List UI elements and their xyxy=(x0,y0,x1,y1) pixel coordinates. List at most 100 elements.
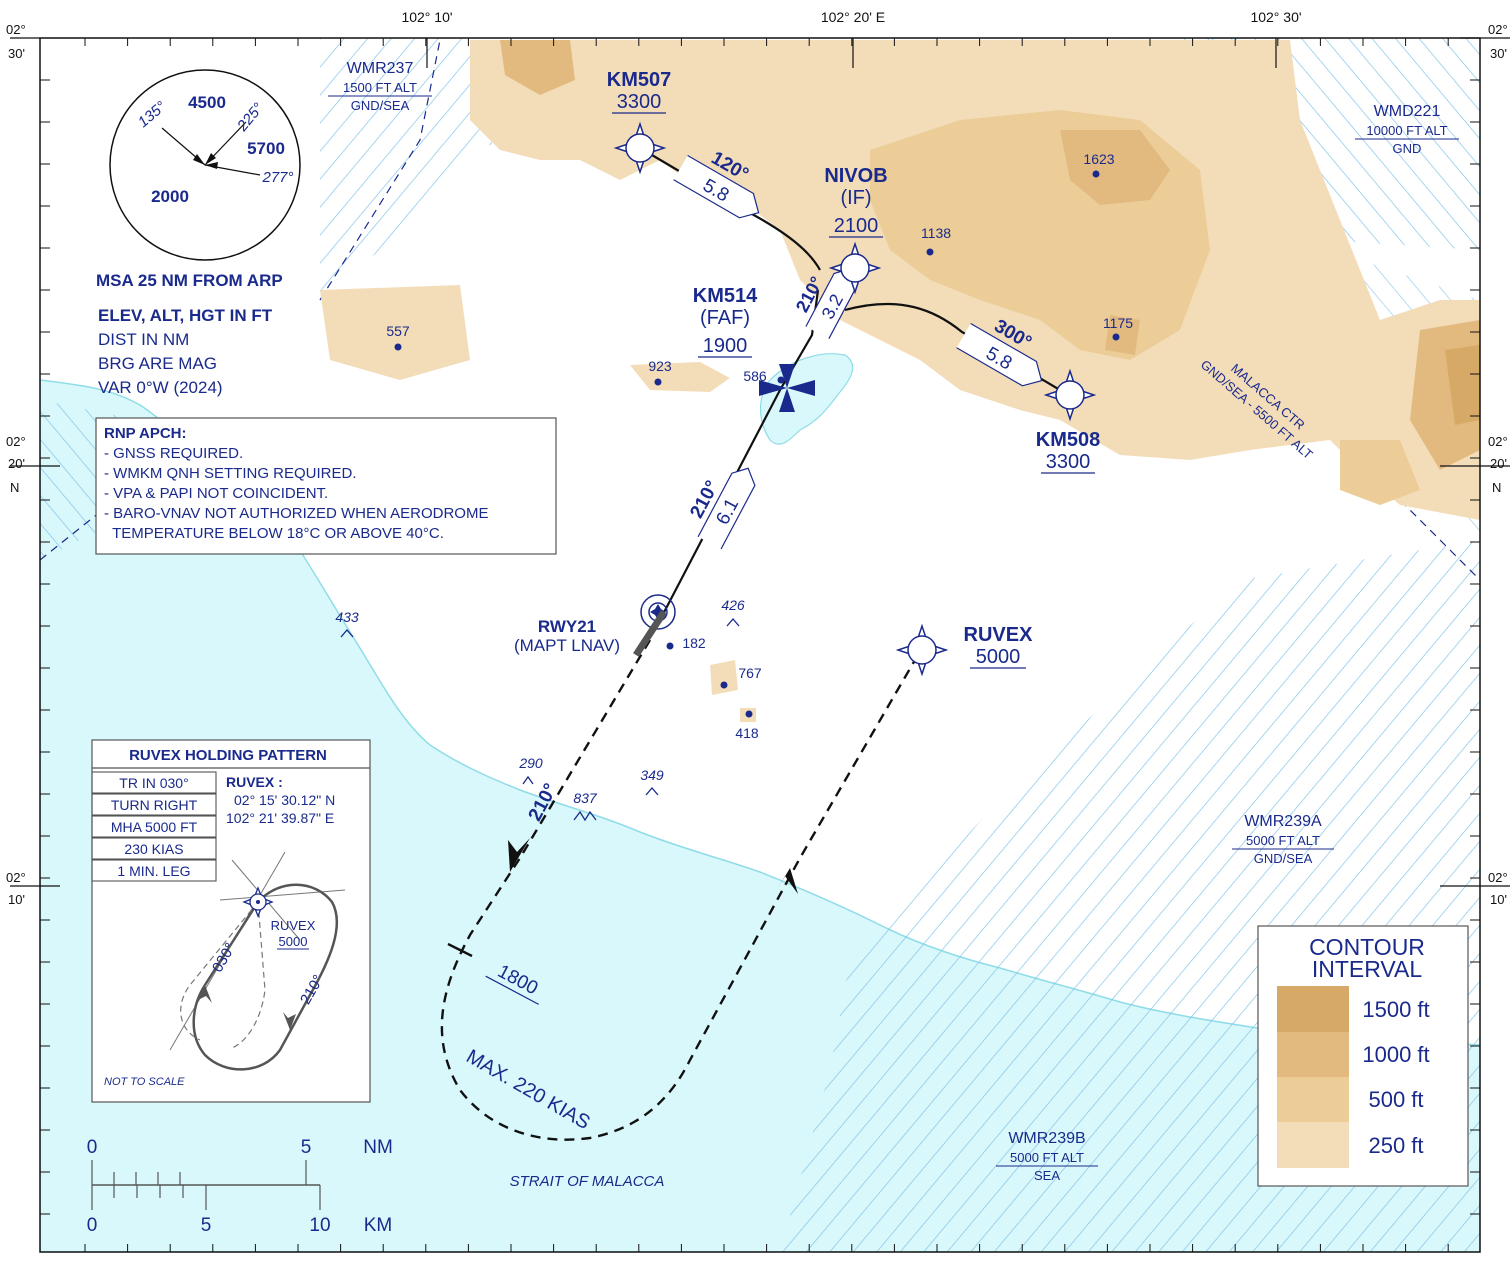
sea-label: STRAIT OF MALACCA xyxy=(510,1173,665,1190)
svg-text:182: 182 xyxy=(682,635,706,651)
svg-text:1623: 1623 xyxy=(1083,151,1114,167)
svg-text:- GNSS REQUIRED.: - GNSS REQUIRED. xyxy=(104,445,243,462)
missed-approach-track xyxy=(440,639,917,1141)
waypoint-icon xyxy=(1043,368,1097,422)
lat-20-min-right: 20' xyxy=(1490,456,1507,471)
svg-text:DIST IN NM: DIST IN NM xyxy=(98,330,189,349)
contour-legend: CONTOUR INTERVAL 1500 ft 1000 ft 500 ft … xyxy=(1257,925,1469,1187)
svg-text:- BARO-VNAV NOT AUTHORIZED WHE: - BARO-VNAV NOT AUTHORIZED WHEN AERODROM… xyxy=(104,505,488,522)
svg-text:WMR239B: WMR239B xyxy=(1008,1130,1085,1147)
waypoint-icon xyxy=(895,623,949,677)
svg-text:- WMKM QNH SETTING REQUIRED.: - WMKM QNH SETTING REQUIRED. xyxy=(104,465,357,482)
svg-text:767: 767 xyxy=(738,665,762,681)
svg-text:KM507: KM507 xyxy=(607,69,671,91)
svg-text:500 ft: 500 ft xyxy=(1368,1087,1423,1112)
svg-text:5000 FT ALT: 5000 FT ALT xyxy=(1010,1150,1084,1165)
svg-text:0: 0 xyxy=(87,1137,98,1158)
svg-text:557: 557 xyxy=(386,323,410,339)
msa-caption: MSA 25 NM FROM ARP xyxy=(96,271,283,290)
svg-text:NOT TO SCALE: NOT TO SCALE xyxy=(104,1076,185,1088)
svg-text:RWY21: RWY21 xyxy=(538,617,596,636)
svg-text:2100: 2100 xyxy=(834,215,879,237)
svg-text:KM514: KM514 xyxy=(693,285,758,307)
lon-label-1: 102° 10' xyxy=(401,9,452,25)
svg-text:- VPA & PAPI NOT COINCIDENT.: - VPA & PAPI NOT COINCIDENT. xyxy=(104,485,328,502)
fix-ruvex: RUVEX 5000 xyxy=(895,623,1034,677)
legend-swatch-500 xyxy=(1277,1077,1349,1122)
svg-text:RUVEX: RUVEX xyxy=(271,918,316,933)
svg-text:RNP APCH:: RNP APCH: xyxy=(104,425,187,442)
svg-text:ELEV, ALT, HGT IN FT: ELEV, ALT, HGT IN FT xyxy=(98,306,273,325)
svg-text:BRG ARE MAG: BRG ARE MAG xyxy=(98,354,217,373)
svg-text:KM: KM xyxy=(364,1215,393,1236)
svg-text:GND/SEA: GND/SEA xyxy=(1254,851,1313,866)
lat-30-min-right: 30' xyxy=(1490,46,1507,61)
chart-notes: ELEV, ALT, HGT IN FT DIST IN NM BRG ARE … xyxy=(98,306,273,397)
svg-text:RUVEX: RUVEX xyxy=(964,624,1034,646)
waypoint-icon xyxy=(613,121,667,175)
svg-text:923: 923 xyxy=(648,358,672,374)
svg-text:1900: 1900 xyxy=(703,335,748,357)
holding-fix-icon xyxy=(242,886,274,918)
waypoint-icon xyxy=(828,241,882,295)
fix-km507: KM507 3300 xyxy=(607,69,671,175)
svg-text:290: 290 xyxy=(518,755,543,771)
svg-text:(FAF): (FAF) xyxy=(700,307,750,329)
airspace-wmr239a: WMR239A 5000 FT ALT GND/SEA xyxy=(1232,813,1334,866)
svg-text:418: 418 xyxy=(735,725,759,741)
svg-text:3300: 3300 xyxy=(617,91,662,113)
svg-text:10: 10 xyxy=(309,1215,330,1236)
fix-km508: KM508 3300 xyxy=(1036,368,1100,474)
svg-text:1500 ft: 1500 ft xyxy=(1362,997,1429,1022)
svg-text:5000 FT ALT: 5000 FT ALT xyxy=(1246,833,1320,848)
map-frame xyxy=(39,37,1481,1253)
graticule xyxy=(10,37,1510,1252)
rnp-notes-box: RNP APCH: - GNSS REQUIRED. - WMKM QNH SE… xyxy=(95,417,557,555)
svg-text:1 MIN. LEG: 1 MIN. LEG xyxy=(117,863,190,879)
svg-text:433: 433 xyxy=(335,609,359,625)
svg-text:NM: NM xyxy=(363,1137,393,1158)
svg-text:CONTOUR: CONTOUR xyxy=(1309,934,1425,960)
svg-text:TEMPERATURE BELOW 18°C OR ABOV: TEMPERATURE BELOW 18°C OR ABOVE 40°C. xyxy=(104,525,444,542)
terrain xyxy=(320,40,1480,722)
lat-20-hem-left: N xyxy=(10,480,19,495)
svg-text:3300: 3300 xyxy=(1046,451,1091,473)
svg-text:WMR239A: WMR239A xyxy=(1244,813,1322,830)
svg-text:GND: GND xyxy=(1393,141,1422,156)
track-arrowheads xyxy=(508,838,798,894)
msa-circle: 4500 5700 2000 135° 225° 277° xyxy=(109,69,301,261)
svg-text:230 KIAS: 230 KIAS xyxy=(124,841,183,857)
spot-elevations: 1623 1138 1175 557 923 586 182 767 418 xyxy=(386,151,1133,741)
svg-text:250 ft: 250 ft xyxy=(1368,1133,1423,1158)
svg-text:426: 426 xyxy=(721,597,745,613)
svg-text:102° 21' 39.87" E: 102° 21' 39.87" E xyxy=(226,810,334,826)
runway-icon xyxy=(633,610,667,657)
svg-text:RUVEX HOLDING PATTERN: RUVEX HOLDING PATTERN xyxy=(129,747,327,764)
airspace-wmd221: WMD221 10000 FT ALT GND xyxy=(1355,103,1459,156)
svg-text:TR IN 030°: TR IN 030° xyxy=(119,775,188,791)
legend-swatch-250 xyxy=(1277,1122,1349,1168)
svg-text:0: 0 xyxy=(87,1215,98,1236)
msa-sector-e: 5700 xyxy=(247,139,285,158)
lat-20-deg-left: 02° xyxy=(6,434,26,449)
aerodrome-icon xyxy=(759,364,815,412)
lon-label-2: 102° 20' E xyxy=(821,9,885,25)
svg-text:5000: 5000 xyxy=(976,646,1021,668)
lat-10-min-right: 10' xyxy=(1490,892,1507,907)
fix-rwy21: RWY21 (MAPT LNAV) xyxy=(514,594,676,657)
lon-label-3: 102° 30' xyxy=(1250,9,1301,25)
msa-sector-ne: 4500 xyxy=(188,93,226,112)
svg-text:5000: 5000 xyxy=(279,934,308,949)
svg-text:WMR237: WMR237 xyxy=(347,60,414,77)
svg-text:VAR 0°W (2024): VAR 0°W (2024) xyxy=(98,378,223,397)
svg-text:INTERVAL: INTERVAL xyxy=(1312,956,1423,982)
svg-text:TURN RIGHT: TURN RIGHT xyxy=(111,797,198,813)
scale-bar: 0 5 NM 0 5 10 KM xyxy=(87,1137,393,1236)
svg-text:1175: 1175 xyxy=(1103,315,1133,331)
svg-text:02° 15' 30.12" N: 02° 15' 30.12" N xyxy=(234,792,335,808)
svg-text:1138: 1138 xyxy=(921,225,951,241)
missed-approach-altitude-tick xyxy=(447,942,473,958)
svg-text:1000 ft: 1000 ft xyxy=(1362,1042,1429,1067)
fix-nivob: NIVOB (IF) 2100 xyxy=(824,165,888,295)
